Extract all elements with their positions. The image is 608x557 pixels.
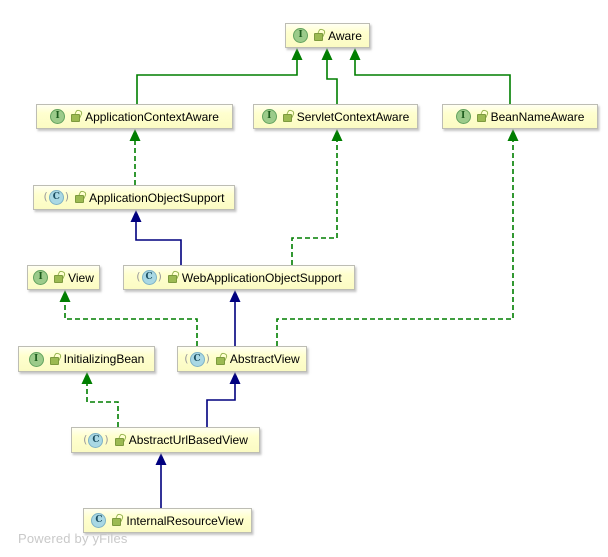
public-lock-icon bbox=[476, 111, 486, 122]
node-abstract-view[interactable]: (C) AbstractView bbox=[177, 346, 307, 372]
arrowhead-irv-extends-aubv bbox=[155, 453, 167, 465]
edge-bna-extends-aware bbox=[354, 58, 511, 104]
node-application-object-support[interactable]: (C) ApplicationObjectSupport bbox=[33, 185, 235, 210]
node-application-context-aware[interactable]: I ApplicationContextAware bbox=[36, 104, 233, 129]
node-label: BeanNameAware bbox=[490, 109, 585, 124]
node-label: ServletContextAware bbox=[296, 109, 410, 124]
abstract-class-icon: (C) bbox=[83, 432, 109, 448]
arrowhead-av-extends-waos bbox=[229, 290, 241, 302]
node-view[interactable]: I View bbox=[27, 265, 100, 290]
interface-icon: I bbox=[33, 270, 49, 285]
public-lock-icon bbox=[114, 435, 124, 446]
arrowhead-av-implements-view bbox=[59, 290, 71, 302]
node-label: ApplicationContextAware bbox=[85, 109, 219, 124]
arrowhead-bna-extends-aware bbox=[349, 48, 361, 60]
node-internal-resource-view[interactable]: C InternalResourceView bbox=[83, 508, 252, 533]
public-lock-icon bbox=[167, 272, 177, 283]
node-label: AbstractUrlBasedView bbox=[128, 433, 248, 447]
edge-av-implements-view bbox=[64, 300, 198, 346]
interface-icon: I bbox=[50, 109, 66, 124]
arrowhead-aubv-extends-av bbox=[229, 372, 241, 384]
edge-waos-extends-aos bbox=[135, 220, 182, 265]
abstract-class-icon: (C) bbox=[184, 351, 210, 367]
node-label: Aware bbox=[328, 28, 362, 43]
edge-waos-implements-sca bbox=[291, 139, 338, 265]
arrowhead-av-implements-bna bbox=[507, 129, 519, 141]
node-aware[interactable]: I Aware bbox=[285, 23, 370, 48]
node-label: ApplicationObjectSupport bbox=[89, 190, 225, 205]
abstract-class-icon: (C) bbox=[43, 190, 70, 205]
edge-aca-extends-aware bbox=[136, 58, 298, 104]
arrowhead-waos-implements-sca bbox=[331, 129, 343, 141]
node-label: InternalResourceView bbox=[126, 513, 244, 528]
edge-aubv-implements-ib bbox=[86, 382, 119, 427]
interface-icon: I bbox=[293, 28, 309, 43]
arrowhead-aubv-implements-ib bbox=[81, 372, 93, 384]
public-lock-icon bbox=[54, 272, 64, 283]
public-lock-icon bbox=[71, 111, 81, 122]
node-initializing-bean[interactable]: I InitializingBean bbox=[18, 346, 155, 372]
arrowhead-sca-extends-aware bbox=[321, 48, 333, 60]
interface-icon: I bbox=[28, 351, 44, 367]
class-icon: C bbox=[91, 513, 107, 528]
arrowhead-waos-extends-aos bbox=[130, 210, 142, 222]
public-lock-icon bbox=[112, 515, 122, 526]
public-lock-icon bbox=[75, 192, 85, 203]
arrowhead-aos-implements-aca bbox=[129, 129, 141, 141]
yfiles-watermark: Powered by yFiles bbox=[18, 531, 128, 546]
interface-icon: I bbox=[455, 109, 471, 124]
abstract-class-icon: (C) bbox=[136, 270, 162, 285]
interface-icon: I bbox=[261, 109, 277, 124]
node-label: AbstractView bbox=[229, 352, 300, 366]
node-label: WebApplicationObjectSupport bbox=[181, 270, 342, 285]
edge-sca-extends-aware bbox=[326, 58, 338, 104]
public-lock-icon bbox=[215, 354, 225, 365]
node-abstract-url-based-view[interactable]: (C) AbstractUrlBasedView bbox=[71, 427, 260, 453]
node-bean-name-aware[interactable]: I BeanNameAware bbox=[442, 104, 598, 129]
edge-av-implements-bna bbox=[276, 139, 514, 346]
public-lock-icon bbox=[282, 111, 292, 122]
node-web-application-object-support[interactable]: (C) WebApplicationObjectSupport bbox=[123, 265, 355, 290]
node-servlet-context-aware[interactable]: I ServletContextAware bbox=[253, 104, 418, 129]
arrowhead-aca-extends-aware bbox=[291, 48, 303, 60]
public-lock-icon bbox=[314, 30, 324, 41]
edge-aubv-extends-av bbox=[206, 382, 236, 427]
node-label: View bbox=[68, 270, 94, 285]
node-label: InitializingBean bbox=[63, 352, 145, 366]
public-lock-icon bbox=[49, 354, 59, 365]
